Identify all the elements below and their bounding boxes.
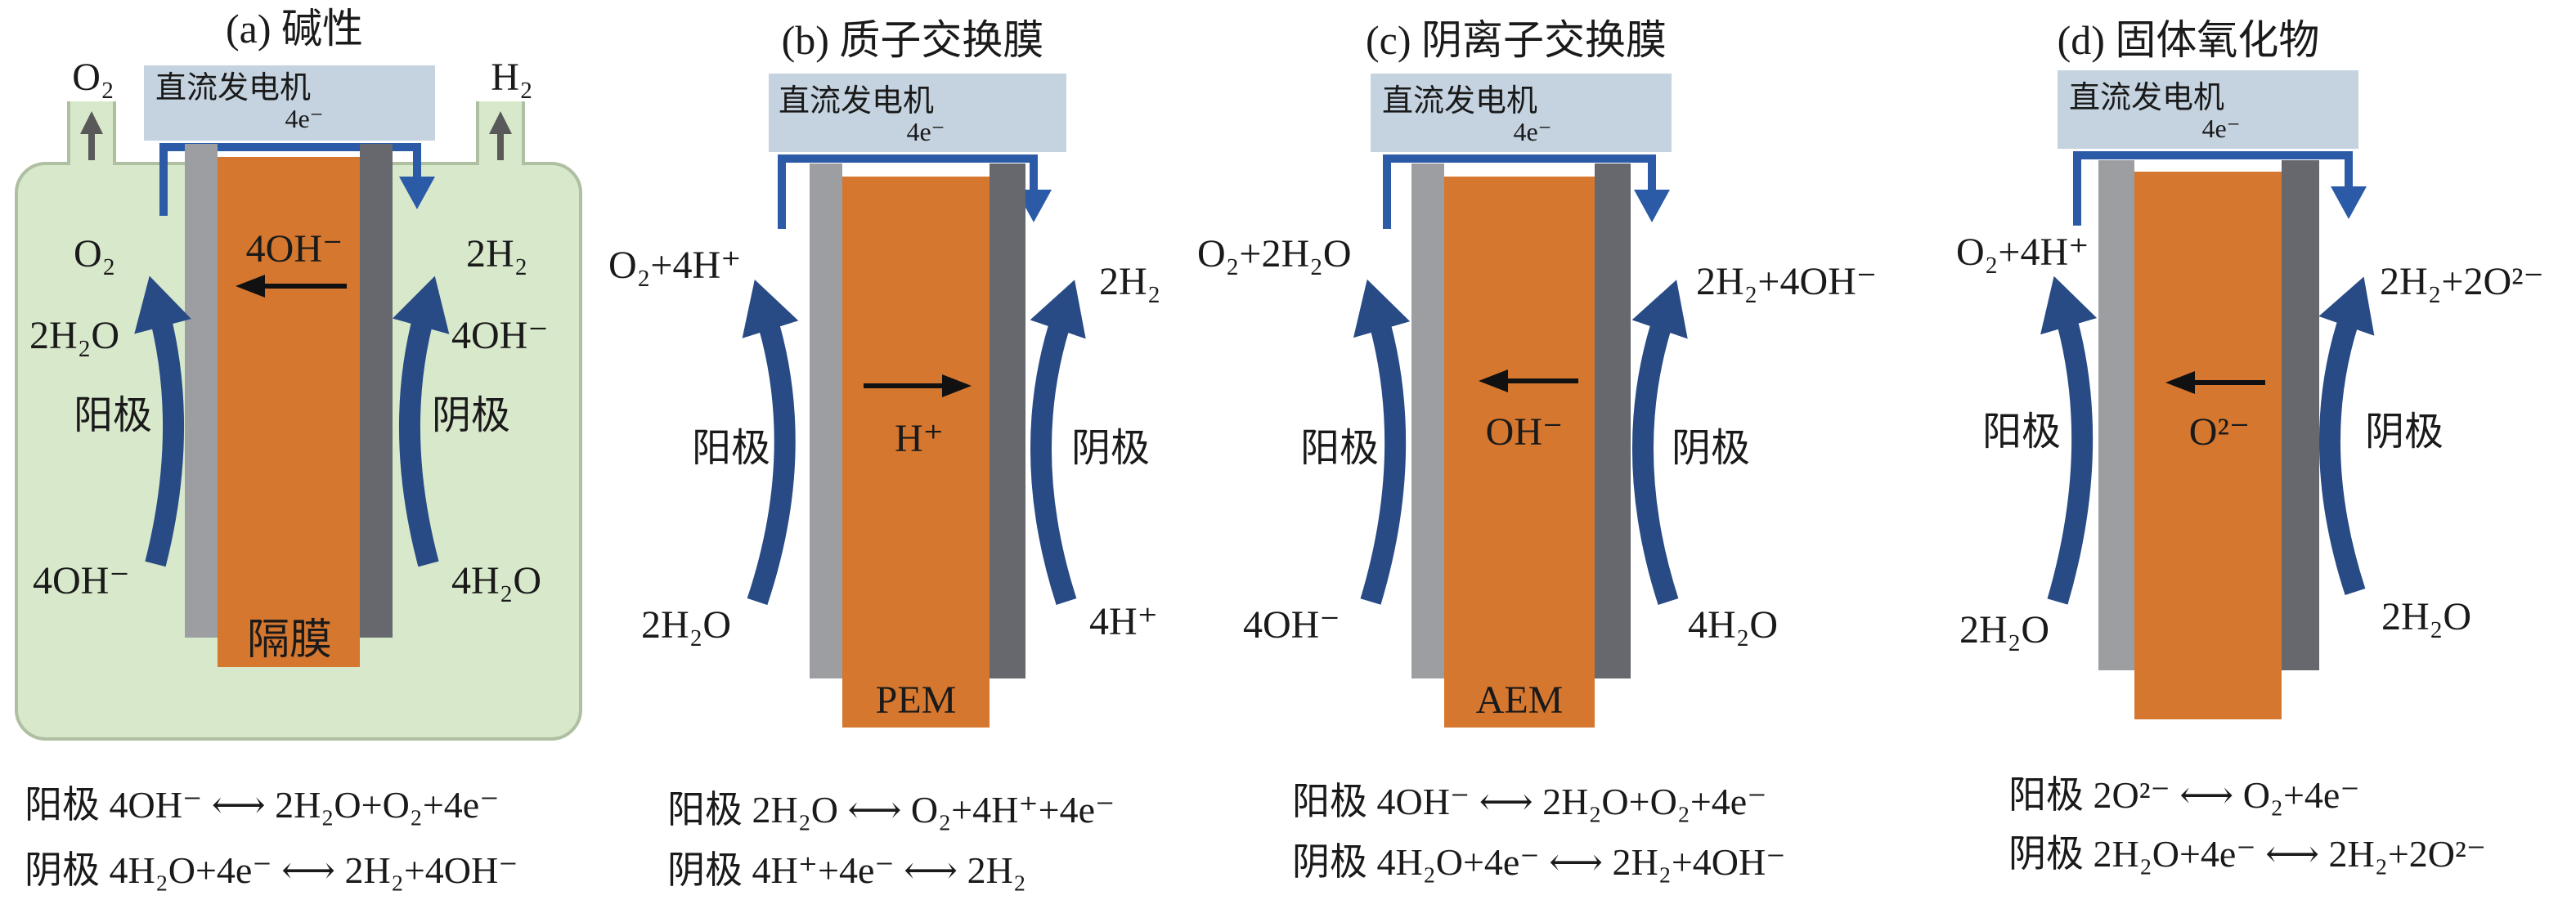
- cathode-product-label: 2H₂: [1099, 260, 1160, 303]
- curved-arrow-up-icon: [742, 280, 799, 606]
- anode-label: 阳极: [74, 394, 152, 437]
- generator-label: 直流发电机: [1382, 84, 1537, 119]
- cathode-electrode: [990, 163, 1025, 678]
- anode-reactant-label: 2H₂O: [1959, 608, 2049, 652]
- cathode-equation: 阴极 4H⁺+4e⁻ ⟷ 2H₂: [667, 849, 1026, 891]
- solid-oxide-electrolyte: [2134, 172, 2282, 719]
- anode-reactant-label: 2H₂O: [641, 603, 731, 647]
- generator-label: 直流发电机: [779, 84, 934, 119]
- panel-title: (b) 质子交换膜: [782, 17, 1044, 63]
- curved-arrow-up-icon: [392, 275, 450, 567]
- anode-product-label: O₂: [74, 232, 115, 275]
- anode-equation: 阳极 2O²⁻ ⟷ O₂+4e⁻: [2008, 774, 2360, 816]
- membrane-label: PEM: [876, 678, 957, 722]
- membrane-label: 隔膜: [247, 617, 332, 664]
- electron-label: 4e⁻: [906, 117, 945, 146]
- cathode-product-label: 2H₂+4OH⁻: [1696, 260, 1877, 303]
- anode-reactant-label: 4OH⁻: [1243, 603, 1340, 647]
- cathode-label: 阴极: [432, 394, 510, 437]
- anode-equation: 阳极 4OH⁻ ⟷ 2H₂O+O₂+4e⁻: [1292, 781, 1766, 822]
- anode-product-label: O₂+4H⁺: [608, 244, 741, 287]
- cathode-product-label: 2H₂: [466, 232, 527, 275]
- curved-arrow-up-icon: [2318, 276, 2375, 596]
- cathode-label: 阴极: [1071, 427, 1150, 470]
- panel-alkaline: (a) 碱性 O₂ H₂ 直流发电机 4e⁻ 4OH⁻ 隔膜 O₂ 2H₂O 阳…: [15, 6, 582, 891]
- panel-title: (c) 阴离子交换膜: [1366, 17, 1667, 63]
- cathode-equation: 阴极 4H₂O+4e⁻ ⟷ 2H₂+4OH⁻: [1292, 841, 1785, 883]
- dc-generator-box: [1371, 74, 1672, 152]
- external-circuit-wire: [1383, 154, 1670, 229]
- cathode-intermediate-label: 4OH⁻: [451, 314, 549, 357]
- curved-arrow-up-icon: [1631, 280, 1688, 605]
- electron-label: 4e⁻: [285, 104, 323, 133]
- cathode-reactant-label: 4H⁺: [1089, 600, 1158, 643]
- curved-arrow-up-icon: [2040, 275, 2098, 605]
- electron-label: 4e⁻: [1513, 117, 1551, 146]
- dc-generator-box: [144, 65, 435, 141]
- membrane-ion-label: OH⁻: [1486, 410, 1564, 454]
- anode-label: 阳极: [692, 427, 770, 470]
- anode-reactant-label: 4OH⁻: [33, 559, 130, 602]
- anode-intermediate-label: 2H₂O: [29, 314, 119, 357]
- dc-generator-box: [769, 74, 1066, 152]
- generator-label: 直流发电机: [155, 71, 311, 105]
- cathode-electrode: [1595, 163, 1631, 678]
- gas-outlet-tube-walls: [67, 101, 525, 165]
- curved-arrow-up-icon: [134, 275, 191, 567]
- cathode-equation: 阴极 2H₂O+4e⁻ ⟷ 2H₂+2O²⁻: [2008, 833, 2486, 875]
- panel-title: (a) 碱性: [226, 6, 363, 51]
- anode-electrode: [2098, 160, 2134, 670]
- electron-label: 4e⁻: [2201, 114, 2240, 143]
- anode-equation: 阳极 4OH⁻ ⟷ 2H₂O+O₂+4e⁻: [25, 784, 499, 826]
- membrane-ion-label: 4OH⁻: [246, 227, 343, 271]
- separator-membrane: [218, 157, 360, 667]
- cathode-product-label: 2H₂+2O²⁻: [2380, 260, 2544, 303]
- cathode-reactant-label: 2H₂O: [2381, 595, 2471, 638]
- panel-title: (d) 固体氧化物: [2058, 17, 2320, 63]
- membrane-ion-label: O²⁻: [2189, 410, 2250, 454]
- anode-label: 阳极: [1300, 427, 1379, 470]
- gas-outlet-label-left: O₂: [72, 56, 114, 99]
- cathode-label: 阴极: [2365, 410, 2444, 454]
- cathode-equation: 阴极 4H₂O+4e⁻ ⟷ 2H₂+4OH⁻: [25, 849, 518, 891]
- cathode-label: 阴极: [1672, 427, 1750, 470]
- gas-outlet-label-right: H₂: [491, 56, 532, 99]
- panel-solid-oxide: (d) 固体氧化物 直流发电机 4e⁻ O²⁻ O₂+4H⁺ 阳极 2H₂O 2…: [1956, 17, 2544, 875]
- membrane-label: AEM: [1476, 678, 1564, 722]
- external-circuit-wire: [159, 143, 435, 216]
- panel-pem: (b) 质子交换膜 直流发电机 4e⁻ H⁺ PEM O₂+4H⁺ 阳极 2H₂…: [608, 17, 1160, 891]
- anode-electrode: [1411, 163, 1444, 678]
- cathode-electrode: [2282, 160, 2319, 670]
- curved-arrow-up-icon: [1030, 280, 1086, 605]
- anode-equation: 阳极 2H₂O ⟷ O₂+4H⁺+4e⁻: [667, 789, 1115, 831]
- membrane-ion-label: H⁺: [895, 417, 944, 460]
- anion-exchange-membrane: [1444, 177, 1595, 728]
- external-circuit-wire: [778, 154, 1052, 229]
- anode-electrode: [185, 144, 218, 638]
- anode-product-label: O₂+4H⁺: [1956, 231, 2089, 274]
- anode-label: 阳极: [1982, 410, 2061, 454]
- proton-exchange-membrane: [842, 177, 990, 728]
- panel-aem: (c) 阴离子交换膜 直流发电机 4e⁻ OH⁻ AEM O₂+2H₂O 阳极 …: [1197, 17, 1877, 883]
- generator-label: 直流发电机: [2069, 81, 2224, 115]
- cathode-electrode: [360, 144, 393, 638]
- dc-generator-box: [2058, 70, 2358, 149]
- cathode-reactant-label: 4H₂O: [451, 559, 541, 602]
- anode-electrode: [810, 163, 842, 678]
- cathode-reactant-label: 4H₂O: [1688, 603, 1778, 647]
- curved-arrow-up-icon: [1353, 279, 1411, 605]
- anode-product-label: O₂+2H₂O: [1197, 232, 1352, 275]
- external-circuit-wire: [2073, 151, 2367, 226]
